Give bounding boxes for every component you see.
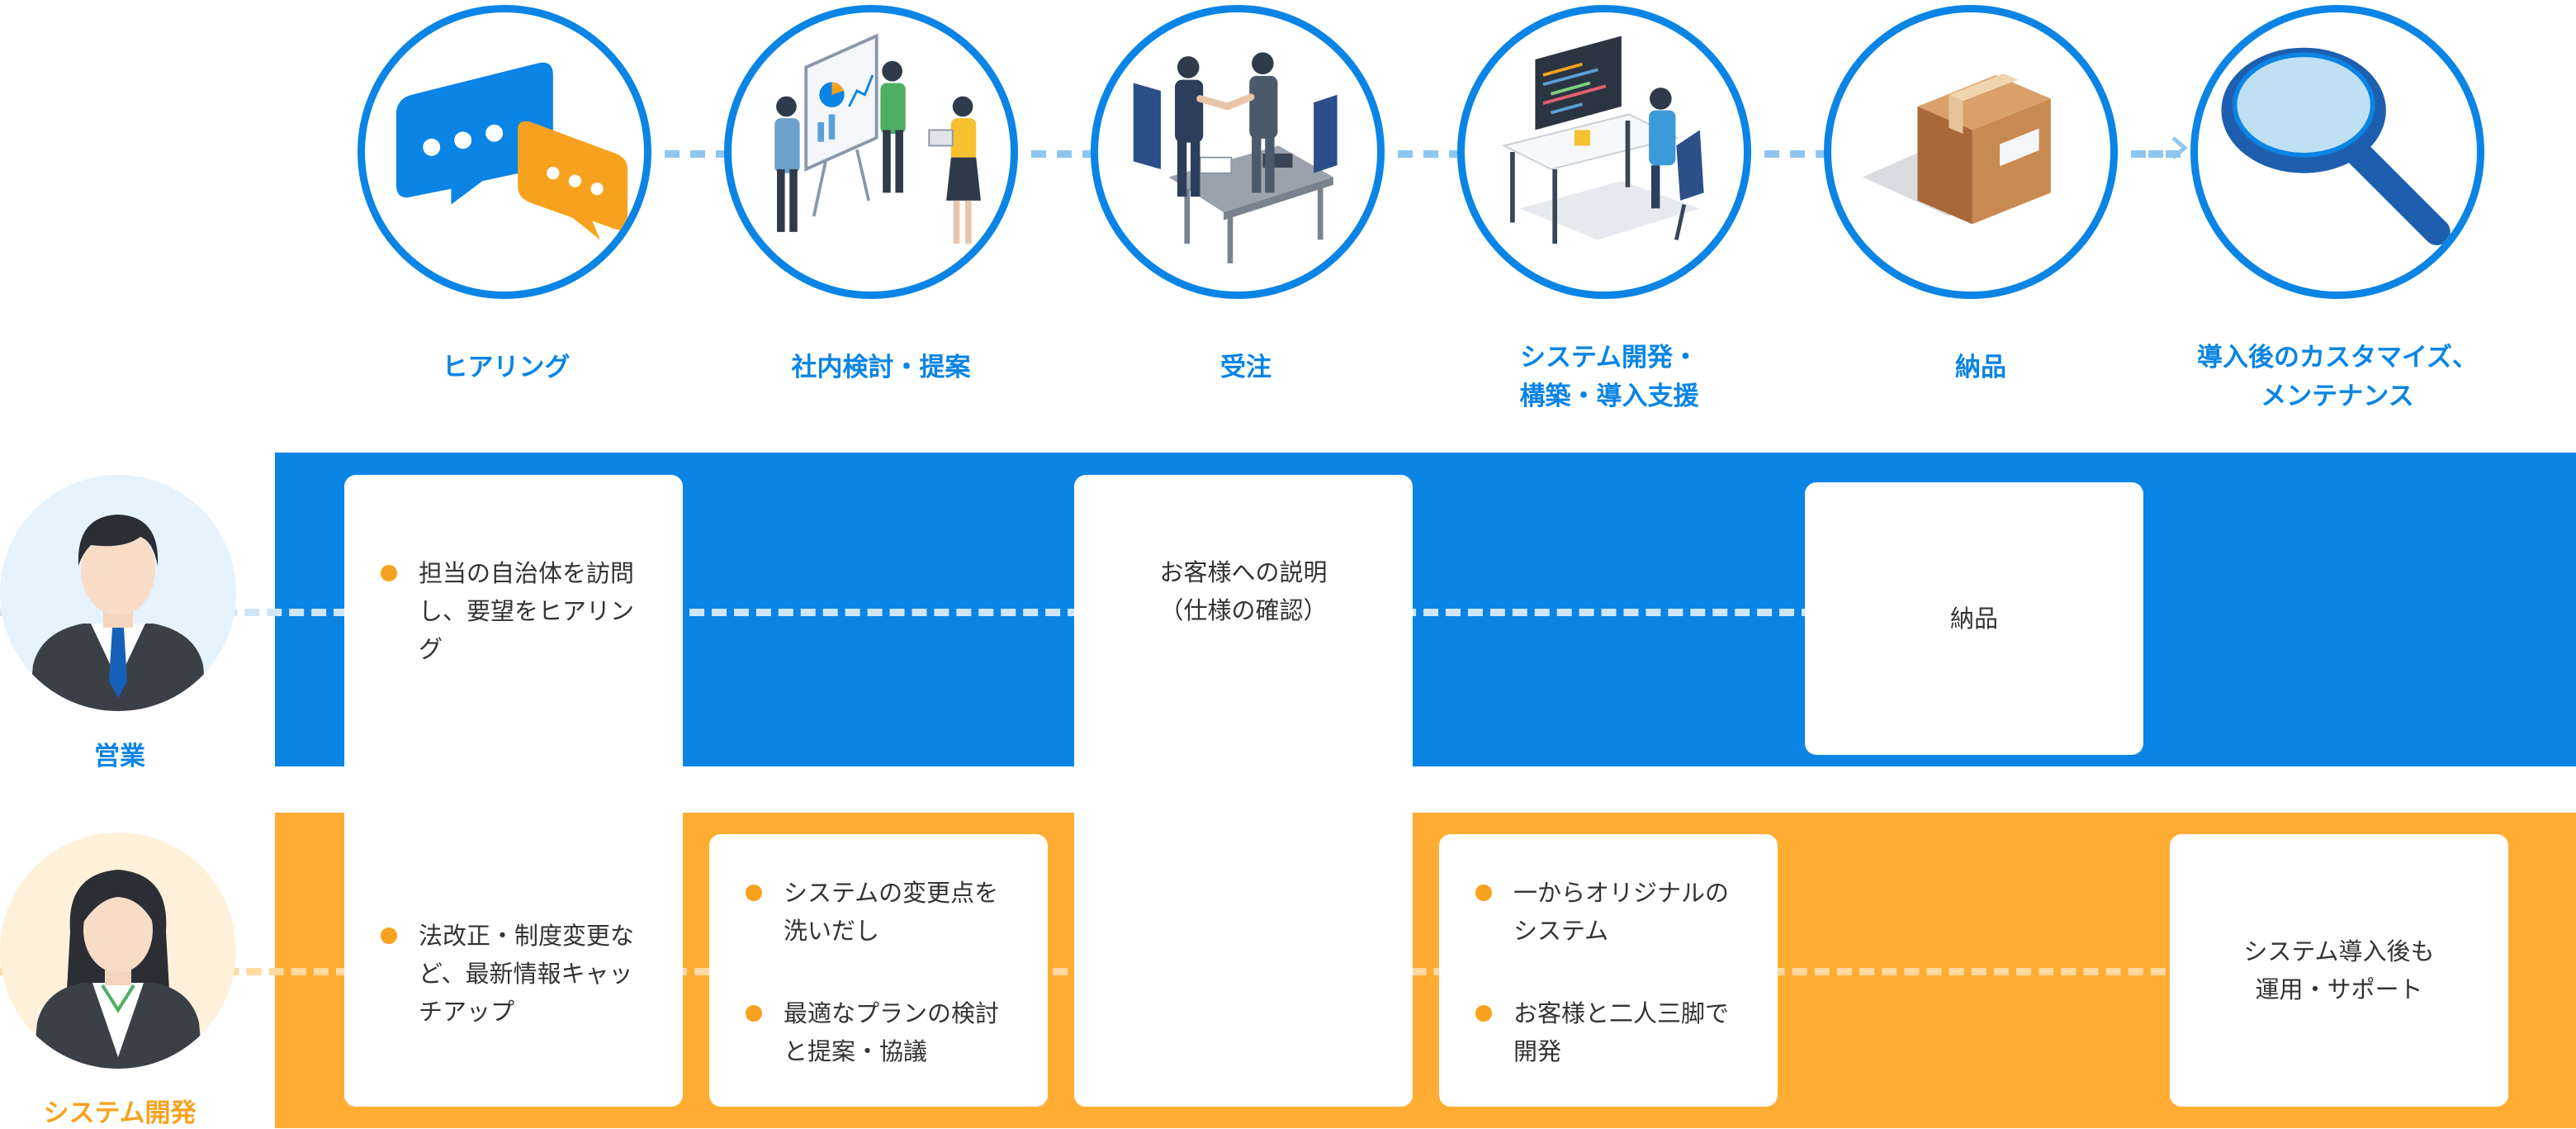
card-text: 法改正・制度変更な ど、最新情報キャッ チアップ — [419, 922, 635, 1026]
connector-4 — [1764, 150, 1830, 158]
arrow-right-icon — [2171, 136, 2188, 159]
step-circle-review — [724, 5, 1018, 299]
dev-avatar — [0, 833, 236, 1069]
developer-desk-icon — [1501, 36, 1704, 244]
card-text: 最適なプランの検討 と提案・協議 — [784, 999, 1000, 1065]
businesswoman-icon — [33, 870, 203, 1069]
businessman-icon — [29, 515, 207, 711]
connector-5 — [2131, 150, 2181, 158]
bullet-item: 一からオリジナルの システム — [1472, 874, 1753, 950]
bullet-item: 担当の自治体を訪問 し、要望をヒアリン グ — [377, 554, 658, 668]
card-text: お客様への説明 （仕様の確認） — [1159, 558, 1328, 624]
step-label-review: 社内検討・提案 — [791, 353, 971, 382]
card-hearing-sales: 担当の自治体を訪問 し、要望をヒアリン グ — [344, 475, 683, 814]
speech-bubbles-icon — [395, 62, 628, 240]
step-label-develop: システム開発・ 構築・導入支援 — [1461, 339, 1758, 416]
step-circle-hearing — [358, 5, 651, 299]
role-label-dev: システム開発 — [43, 1098, 197, 1128]
step-circle-delivery — [1824, 5, 2118, 299]
sales-avatar — [0, 475, 236, 711]
handshake-meeting-icon — [1133, 52, 1338, 263]
step-label-hearing: ヒアリング — [442, 353, 571, 382]
connector-1 — [665, 150, 731, 158]
step-label-develop-text: システム開発・ 構築・導入支援 — [1519, 343, 1699, 411]
card-after-dev: システム導入後も 運用・サポート — [2170, 834, 2508, 1107]
role-label-sales: 営業 — [94, 742, 145, 771]
connector-2 — [1031, 150, 1097, 158]
card-delivery-sales: 納品 — [1805, 482, 2143, 755]
bullet-item: 最適なプランの検討 と提案・協議 — [742, 994, 1023, 1070]
card-text: 一からオリジナルの システム — [1513, 879, 1730, 945]
step-label-order: 受注 — [1220, 353, 1271, 382]
card-text: 納品 — [1949, 605, 1998, 633]
sales-lane-dashed-line — [0, 609, 1816, 616]
step-circle-after — [2190, 5, 2484, 299]
bullet-item: 法改正・制度変更な ど、最新情報キャッ チアップ — [377, 917, 658, 1031]
card-order-sales: お客様への説明 （仕様の確認） — [1074, 475, 1413, 805]
bullet-dot-icon — [746, 1005, 762, 1022]
step-circle-order — [1091, 5, 1385, 299]
card-text: 担当の自治体を訪問 し、要望をヒアリン グ — [419, 559, 635, 663]
magnifying-glass-icon — [2221, 47, 2451, 245]
presentation-board-icon — [774, 33, 981, 244]
step-label-after: 導入後のカスタマイズ、 メンテナンス — [2189, 339, 2486, 416]
bullet-item: お客様と二人三脚で 開発 — [1472, 994, 1753, 1070]
card-text: システムの変更点を 洗いだし — [784, 879, 999, 945]
connector-3 — [1398, 150, 1464, 158]
step-circle-develop — [1457, 5, 1751, 299]
card-hearing-dev: 法改正・制度変更な ど、最新情報キャッ チアップ — [344, 793, 683, 1107]
bullet-item: システムの変更点を 洗いだし — [742, 874, 1023, 950]
bullet-dot-icon — [1475, 885, 1492, 901]
step-label-after-text: 導入後のカスタマイズ、 メンテナンス — [2196, 343, 2479, 411]
bullet-dot-icon — [381, 927, 397, 944]
bullet-dot-icon — [746, 885, 762, 901]
cardboard-box-icon — [1862, 74, 2051, 225]
bullet-dot-icon — [1475, 1005, 1492, 1022]
card-review-dev: システムの変更点を 洗いだし 最適なプランの検討 と提案・協議 — [709, 834, 1048, 1107]
step-label-delivery: 納品 — [1955, 353, 2006, 382]
card-order-dev-blank — [1074, 793, 1413, 1107]
card-text: システム導入後も 運用・サポート — [2243, 937, 2435, 1003]
card-develop-dev: 一からオリジナルの システム お客様と二人三脚で 開発 — [1439, 834, 1778, 1107]
bullet-dot-icon — [381, 565, 397, 581]
card-text: お客様と二人三脚で 開発 — [1513, 999, 1730, 1065]
